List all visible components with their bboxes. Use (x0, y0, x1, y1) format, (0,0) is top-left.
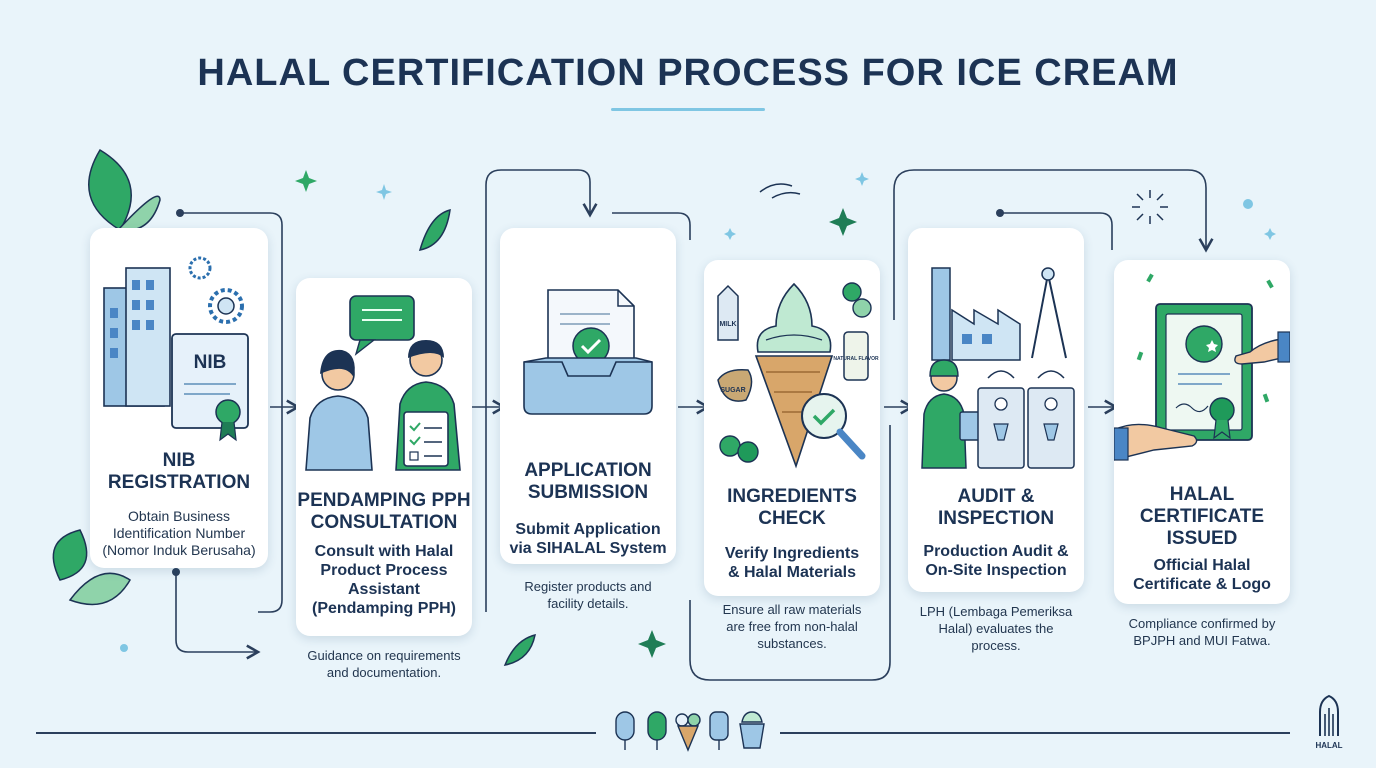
ice-cream-magnifier-icon: MILK SUGAR NATURAL FLAVOR (717, 282, 879, 469)
step-card-ingredients-check: MILK SUGAR NATURAL FLAVOR INGREDIENTS CH… (704, 260, 880, 596)
step-title: HALAL CERTIFICATE ISSUED (1114, 484, 1290, 550)
step-title: APPLICATION SUBMISSION (500, 460, 676, 504)
halal-certificate-hands-icon (1114, 273, 1290, 461)
cone-icon (676, 725, 700, 752)
step-title: AUDIT & INSPECTION (908, 486, 1084, 530)
step-description: Ensure all raw materials are free from n… (722, 602, 862, 651)
popsicle-icon (615, 711, 635, 741)
footer-rule-right (780, 732, 1290, 734)
step-subtitle: Consult with Halal Product Process Assis… (311, 543, 456, 617)
decor-burst (1132, 190, 1168, 224)
step-subtitle: Obtain Business Identification Number (N… (102, 508, 256, 558)
halal-logo-text: HALAL (1315, 741, 1342, 750)
step-title: NIB REGISTRATION (90, 450, 268, 494)
step-subtitle: Verify Ingredients & Halal Materials (724, 545, 860, 581)
title-underline (611, 108, 765, 111)
ice-cream-icons-row (615, 711, 765, 752)
connector-app-loop (485, 169, 598, 612)
step-card-nib-registration: NIB NIB REGISTRATION Obtain Business Ide… (90, 228, 268, 568)
step-card-application-submission: APPLICATION SUBMISSION Submit Applicatio… (500, 228, 676, 564)
factory-inspector-icon (921, 267, 1075, 469)
step-title-text: AUDIT & INSPECTION (937, 486, 1055, 529)
page-title: HALAL CERTIFICATION PROCESS FOR ICE CREA… (197, 52, 1179, 94)
footer-rule-left (36, 732, 596, 734)
popsicle-icon (709, 711, 729, 741)
step-title-text: APPLICATION SUBMISSION (524, 460, 652, 503)
step-description: Register products and facility details. (524, 579, 652, 611)
decor-swoosh (759, 183, 801, 199)
decor-leaves-left (52, 148, 536, 667)
step-description: Guidance on requirements and documentati… (307, 648, 461, 680)
connector-audit-loop (893, 169, 1214, 320)
step-title: INGREDIENTS CHECK (704, 486, 880, 530)
sugar-label: SUGAR (720, 387, 745, 394)
connector-app-right (612, 212, 691, 240)
nib-label: NIB (194, 352, 227, 373)
halal-logo: HALAL (1315, 694, 1343, 750)
popsicle-icon (647, 711, 667, 741)
step-title-text: NIB REGISTRATION (107, 450, 251, 493)
step-card-consultation: PENDAMPING PPH CONSULTATION Consult with… (296, 278, 472, 636)
step-subtitle: Submit Application via SIHALAL System (509, 521, 667, 557)
natural-flavor-label: NATURAL FLAVOR (833, 356, 879, 362)
connector-ingredients-loop (689, 425, 891, 681)
document-inbox-check-icon (523, 289, 653, 415)
consultation-people-icon (305, 295, 461, 471)
step-title-text: INGREDIENTS CHECK (727, 486, 857, 529)
step-title: PENDAMPING PPH CONSULTATION (296, 490, 472, 534)
step-description: Compliance confirmed by BPJPH and MUI Fa… (1128, 616, 1276, 648)
connector-nib-bottom (175, 572, 261, 660)
decor-sparkles (120, 170, 1276, 658)
building-nib-certificate-icon: NIB (103, 256, 249, 442)
step-card-audit-inspection: AUDIT & INSPECTION Production Audit & On… (908, 228, 1084, 592)
step-subtitle: Official Halal Certificate & Logo (1133, 557, 1271, 593)
cup-icon (739, 723, 765, 749)
connector-nib-top (180, 212, 283, 613)
step-title-text: PENDAMPING PPH CONSULTATION (297, 490, 471, 533)
milk-label: MILK (719, 321, 736, 328)
connector-audit-top (1000, 212, 1113, 250)
step-card-halal-certificate: HALAL CERTIFICATE ISSUED Official Halal … (1114, 260, 1290, 604)
step-title-text: HALAL CERTIFICATE ISSUED (1139, 484, 1265, 549)
step-subtitle: Production Audit & On-Site Inspection (923, 543, 1069, 579)
step-description: LPH (Lembaga Pemeriksa Halal) evaluates … (919, 604, 1073, 653)
